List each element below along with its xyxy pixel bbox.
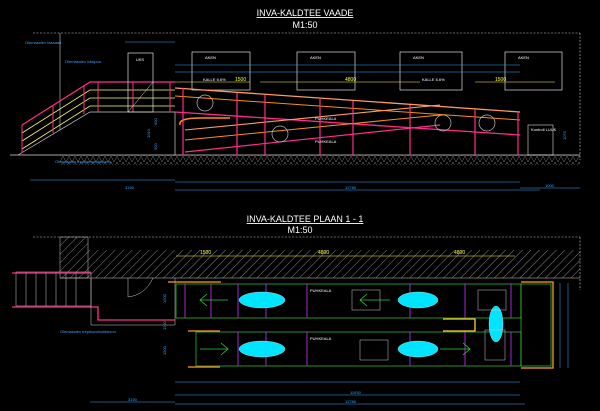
wheelchair-symbols [351, 289, 507, 361]
stairs-label: Olemasolev trepikonstruktsioon [55, 159, 111, 164]
height-dim: 600 [153, 118, 158, 125]
wall-hatch [59, 236, 89, 279]
bottom-dim: 12780 [345, 399, 357, 404]
ramp-plan [168, 281, 554, 369]
bottom-dim: 1000 [545, 183, 555, 188]
windows: AKEN AKEN AKEN AKEN [191, 51, 563, 91]
bottom-dim: 3150 [128, 397, 138, 402]
elevation-title: INVA-KALDTEE VAADE [257, 8, 354, 18]
slope-label: KALLE 6.6% [422, 77, 445, 82]
ramp-dim: 4800 [345, 77, 356, 83]
existing-rails [21, 89, 175, 150]
width-dim: 1500 [162, 345, 167, 355]
window-label: AKEN [518, 55, 529, 60]
ramp-structure [174, 87, 521, 155]
height-dim: 900 [153, 143, 158, 150]
dimension-lines [30, 41, 580, 191]
ground-hatch [60, 155, 580, 165]
bottom-dim: 12780 [345, 185, 357, 190]
ramp-dim: 1500 [200, 250, 211, 256]
height-dim: 1075 [562, 130, 567, 140]
wall-hatch [88, 250, 580, 278]
hatch-label: Kontroll LUUK [531, 127, 557, 132]
handrail-label: Olemasolev käsipuu [65, 59, 101, 64]
door-label: UKS [136, 57, 145, 62]
existing-stairs-plan [12, 271, 176, 326]
landing-label: PUHKEALA [315, 116, 337, 121]
height-dim: 1010 [146, 128, 151, 138]
width-dim: 1500 [162, 293, 167, 303]
facade-label: Olemasolev fassaad [25, 40, 61, 45]
existing-handrail [21, 81, 175, 126]
bottom-dim: 11930 [350, 390, 362, 395]
landing-label: PUHKEALA [315, 139, 337, 144]
width-dim: 1200 [162, 320, 167, 330]
window-label: AKEN [413, 55, 424, 60]
stairs-label: Olemasolev trepikonstruktsioon [60, 329, 116, 334]
ramp-dim: 1500 [235, 77, 246, 83]
ramp-dim: 1500 [495, 77, 506, 83]
door [127, 52, 154, 113]
window-label: AKEN [205, 55, 216, 60]
plan-title: INVA-KALDTEE PLAAN 1 - 1 [247, 214, 364, 224]
slope-label: KALLE 6.6% [203, 77, 226, 82]
dimension-lines [90, 283, 569, 405]
plan-scale: M1:50 [287, 225, 312, 235]
window-label: AKEN [310, 55, 321, 60]
landing-label: PUHKEALA [310, 288, 332, 293]
direction-arrows [199, 293, 471, 356]
hatch-box [527, 124, 554, 156]
ramp-dim: 4800 [454, 250, 465, 256]
wheelchair-turning-circles [238, 291, 504, 358]
ramp-dim: 4800 [318, 250, 329, 256]
plan-view: INVA-KALDTEE PLAAN 1 - 1 M1:50 Olemasole… [12, 214, 581, 405]
landing-label: PUHKEALA [310, 336, 332, 341]
elevation-view: INVA-KALDTEE VAADE M1:50 UKS AKEN AKEN A… [10, 8, 581, 191]
elevation-scale: M1:50 [292, 20, 317, 30]
existing-stairs [17, 111, 176, 156]
bottom-dim: 3150 [125, 185, 135, 190]
